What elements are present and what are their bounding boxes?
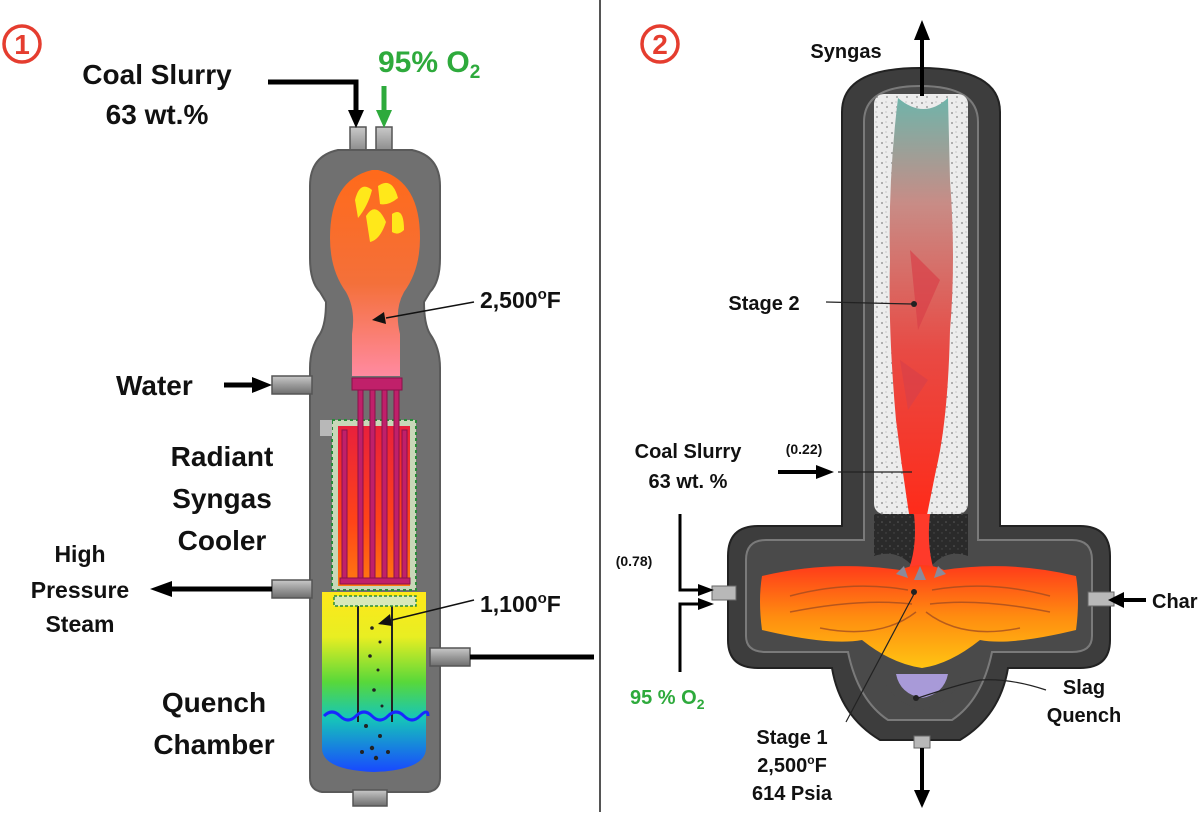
temp-top-pointer (385, 301, 475, 319)
panel-2-badge-number: 2 (652, 29, 668, 60)
flame-tongue (378, 182, 398, 205)
stage-1-pressure: 614 Psia (752, 783, 833, 805)
steam-outlet-nozzle (271, 579, 313, 599)
water-label: Water (116, 370, 193, 401)
oxygen-arrowhead (376, 110, 392, 128)
syngas-label: Syngas (810, 41, 881, 63)
panel-1-radiant-gasifier: 1 (2, 24, 594, 807)
slag-quench-leader-dot (913, 695, 919, 701)
stage-1-temperature: 2,500oF (757, 753, 827, 777)
steam-label-line1: High (54, 541, 105, 567)
flame-tongue (355, 186, 372, 218)
flame-tongue (392, 212, 404, 234)
stage-2-coal-feed-arrowhead (816, 465, 834, 479)
quench-outlet-nozzle (429, 647, 471, 667)
slag-quench-leader (917, 679, 1047, 699)
cooler-label-line1: Radiant (171, 441, 274, 472)
slag-outlet-arrowhead (914, 790, 930, 808)
stage-1-combustion-zone (760, 565, 1078, 668)
coal-slurry-stage-1-line (678, 514, 700, 592)
bottom-outlet (352, 789, 388, 807)
cooler-label-line2: Syngas (172, 483, 272, 514)
stage-1-label: Stage 1 (756, 727, 827, 749)
char-feed-arrowhead (1108, 592, 1124, 608)
water-arrowhead (252, 377, 272, 393)
coal-slurry-arrowhead (348, 110, 364, 128)
panel-2-badge: 2 (640, 24, 680, 64)
stage-1-flow-lines (789, 585, 1051, 633)
steam-label-line2: Pressure (31, 577, 129, 603)
water-inlet-plate (320, 420, 332, 436)
stage-2-flow-streaks (900, 250, 940, 410)
temp-top-pointer-head (372, 312, 386, 324)
oxygen-stage-1-arrowhead (698, 598, 714, 610)
stage-1-leader-dot (911, 589, 917, 595)
panel-2-two-stage-gasifier: 2 (616, 20, 1198, 808)
slag-particles (360, 626, 390, 761)
stage-1-recirculation-arrows (896, 566, 946, 580)
cooler-tube-bundle (339, 389, 411, 585)
coal-slurry-label: Coal Slurry (82, 59, 232, 90)
coal-slurry-feed-line (268, 79, 359, 112)
coal-slurry-concentration: 63 wt.% (106, 99, 209, 130)
temp-bottom-label: 1,100oF (480, 590, 561, 617)
quench-water-level (322, 710, 430, 722)
cooler-manifold (351, 377, 403, 391)
cooler-label-line3: Cooler (178, 525, 267, 556)
throat-flame (906, 514, 936, 576)
slag-quench-label-line1: Slag (1063, 677, 1105, 699)
quench-zone (322, 592, 426, 772)
syngas-arrowhead (914, 20, 930, 40)
quench-label-line2: Chamber (153, 729, 274, 760)
panel-1-badge-number: 1 (14, 29, 30, 60)
quench-label-line1: Quench (162, 687, 266, 718)
char-label: Char (1152, 591, 1198, 613)
quench-ring (333, 595, 417, 607)
dip-tube (357, 600, 393, 722)
water-inlet-nozzle (271, 375, 313, 395)
stage-1-leader (845, 593, 915, 723)
flame-tongue (366, 209, 386, 242)
slag-quench-label-line2: Quench (1047, 705, 1121, 727)
stage-1-split-ratio: (0.78) (616, 553, 653, 569)
stage-2-leader (825, 301, 913, 305)
oxygen-label: 95% O2 (378, 46, 480, 83)
steam-label-line3: Steam (45, 611, 114, 637)
panel-1-badge: 1 (2, 24, 42, 64)
oxygen-stage-1-line (678, 602, 700, 672)
temp-top-label: 2,500oF (480, 286, 561, 313)
slag-outlet-nozzle (913, 735, 931, 749)
stage-1-feed-nozzle-left (711, 585, 737, 601)
stage-2-coal-slurry-concentration: 63 wt. % (649, 471, 728, 493)
steam-arrowhead (150, 581, 172, 597)
temp-bottom-pointer-head (378, 614, 392, 626)
stage-1-oxygen-label: 95 % O2 (630, 687, 705, 712)
coal-slurry-stage-1-arrowhead (698, 584, 714, 596)
stage-2-coal-slurry-label: Coal Slurry (635, 441, 743, 463)
stage-2-label: Stage 2 (728, 293, 799, 315)
temp-bottom-pointer (391, 599, 475, 621)
stage-2-leader-dot (911, 301, 917, 307)
stage-2-split-ratio: (0.22) (786, 441, 823, 457)
